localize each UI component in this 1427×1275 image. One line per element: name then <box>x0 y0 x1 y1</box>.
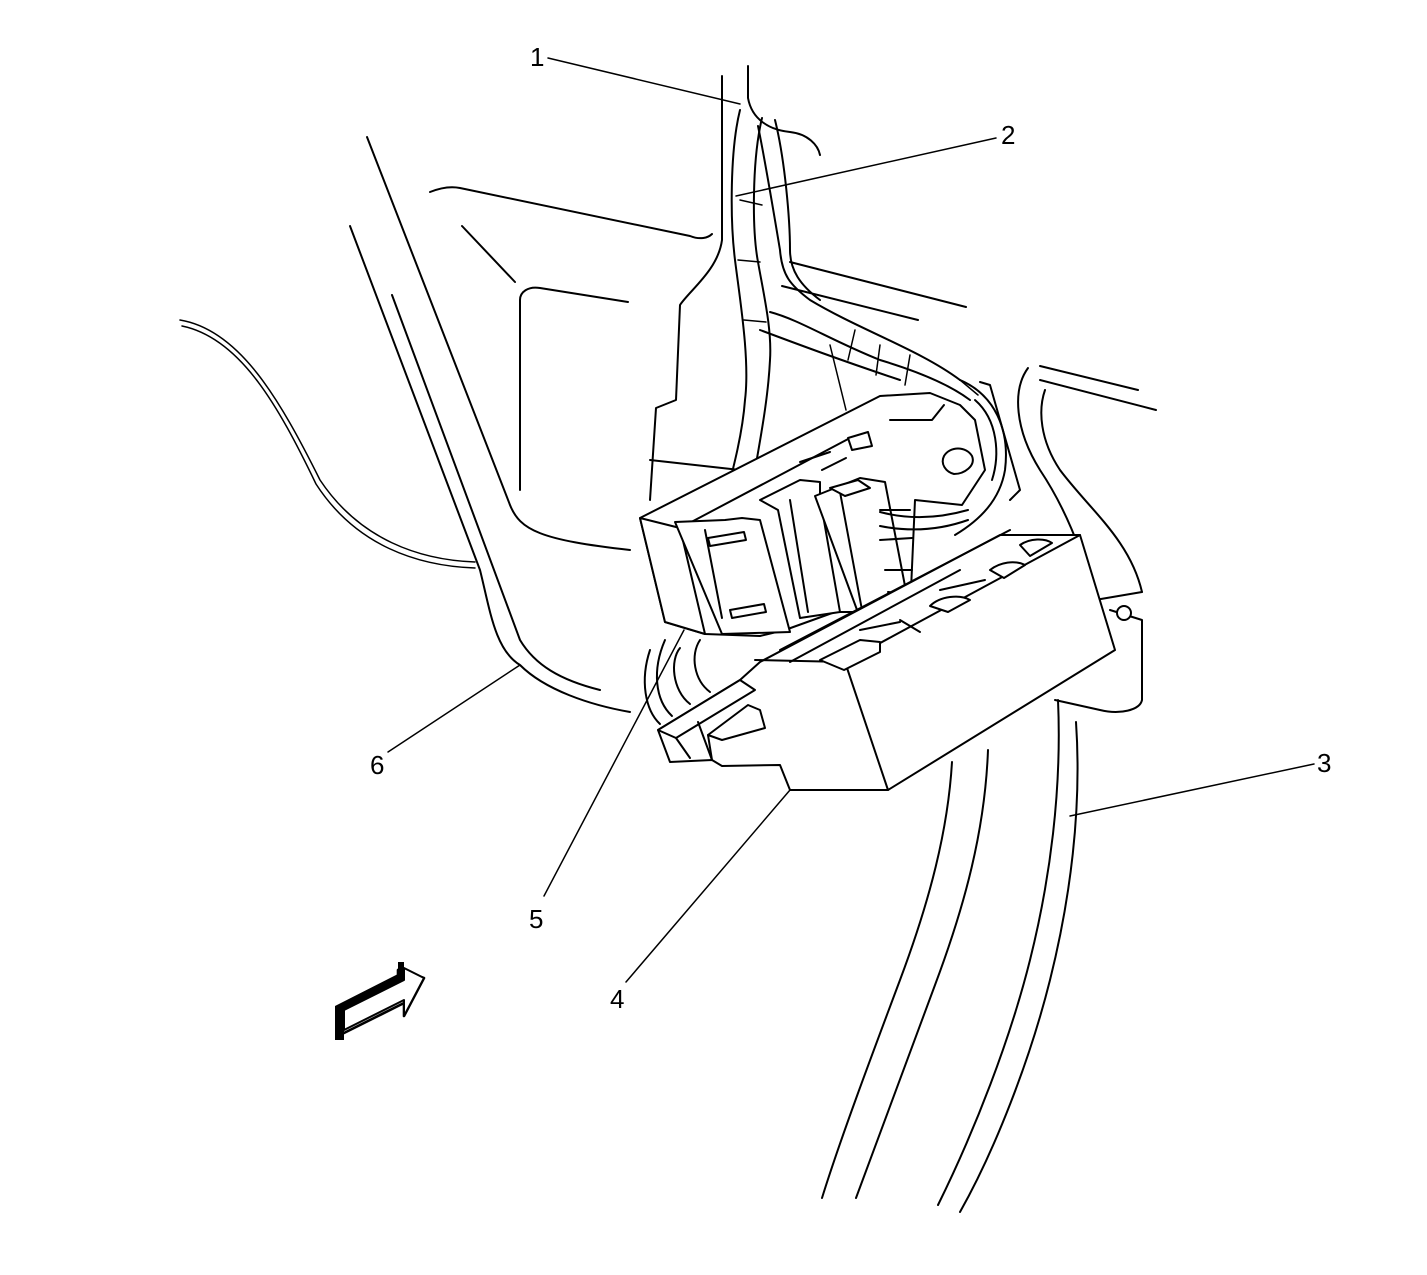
leader-line-2 <box>735 137 997 197</box>
door-pillar-trim <box>349 136 631 713</box>
view-direction-arrow-icon <box>335 962 426 1040</box>
callout-4: 4 <box>610 984 624 1014</box>
lower-trim-sweep <box>821 699 1079 1213</box>
leader-line-1 <box>547 57 741 105</box>
leader-line-4 <box>625 789 791 983</box>
body-structure-vertical <box>649 65 967 501</box>
upper-panel-lines <box>429 186 713 491</box>
callout-6: 6 <box>370 750 384 780</box>
callout-2: 2 <box>1001 120 1015 150</box>
wiring-harness <box>719 109 1021 536</box>
leader-lines <box>387 57 1315 983</box>
leader-line-6 <box>387 664 521 753</box>
callout-5: 5 <box>529 904 543 934</box>
leader-line-5 <box>543 629 685 897</box>
upper-connector <box>639 392 986 637</box>
callout-3: 3 <box>1317 748 1331 778</box>
leader-line-3 <box>1069 763 1315 817</box>
left-panel-edge <box>179 319 476 569</box>
callout-1: 1 <box>530 42 544 72</box>
callout-labels: 1 2 3 4 5 6 <box>370 42 1331 1014</box>
lower-connector <box>643 529 1116 791</box>
